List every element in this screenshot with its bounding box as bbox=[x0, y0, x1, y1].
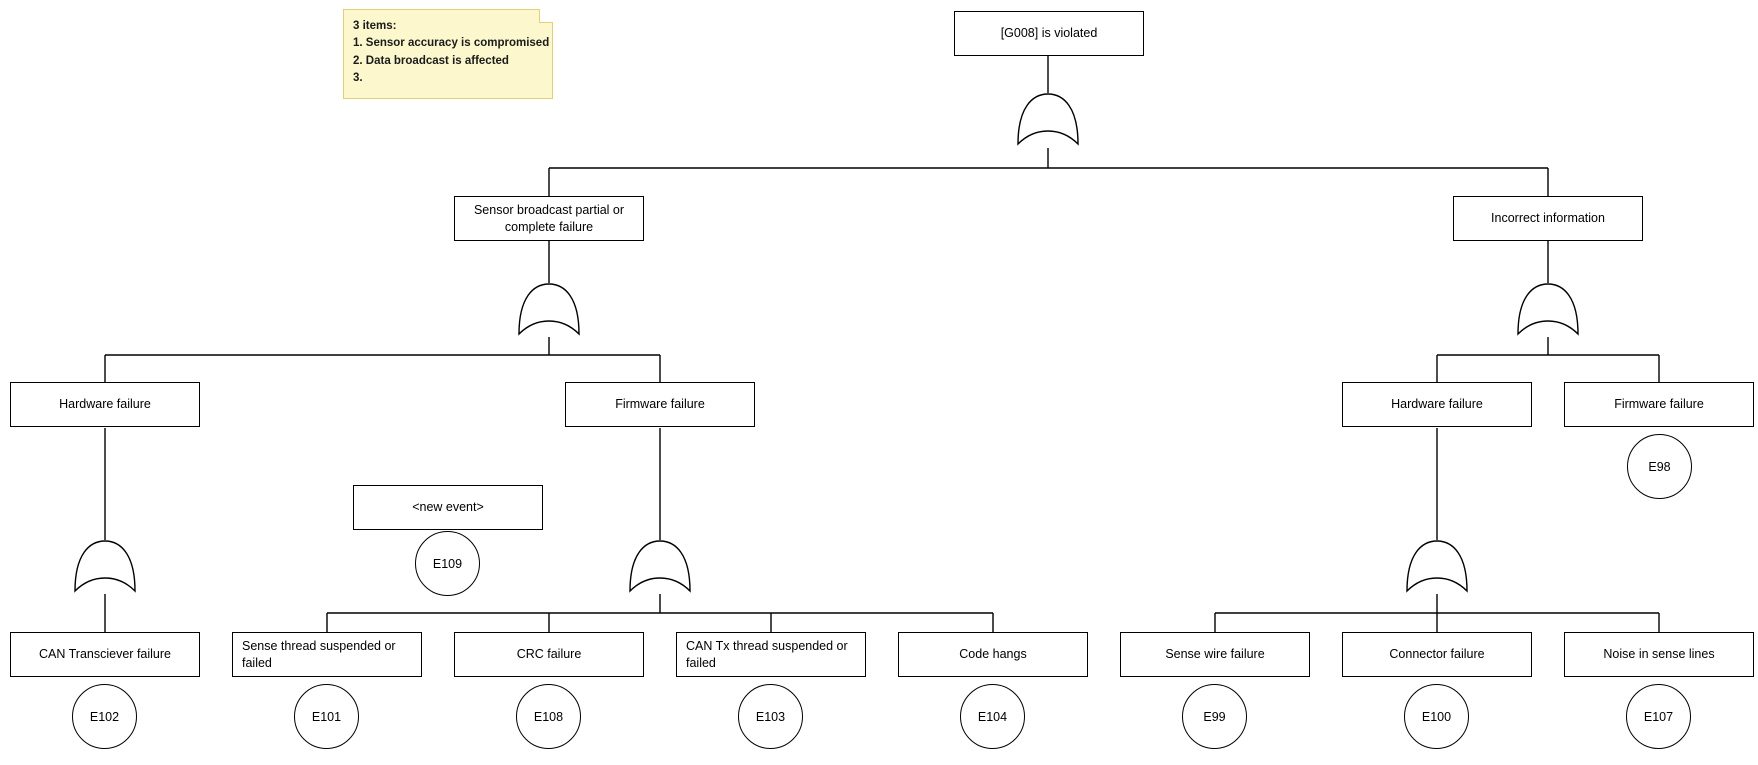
event-circle-e102-label: E102 bbox=[89, 709, 120, 724]
event-circle-e103-label: E103 bbox=[755, 709, 786, 724]
or-gate-sensor-broadcast[interactable] bbox=[515, 282, 583, 339]
event-circle-e104[interactable]: E104 bbox=[960, 684, 1025, 749]
note-line-4: 3. bbox=[353, 72, 363, 85]
or-gate-hardware-right[interactable] bbox=[1403, 539, 1471, 596]
event-circle-e99[interactable]: E99 bbox=[1182, 684, 1247, 749]
node-connector-failure-label: Connector failure bbox=[1389, 647, 1485, 662]
node-noise-in-sense-lines-label: Noise in sense lines bbox=[1603, 647, 1715, 662]
node-firmware-failure-right[interactable]: Firmware failure bbox=[1564, 382, 1754, 427]
node-hardware-failure-right-label: Hardware failure bbox=[1391, 397, 1483, 412]
event-circle-e104-label: E104 bbox=[977, 709, 1008, 724]
or-gate-hardware-left[interactable] bbox=[71, 539, 139, 596]
node-can-transciever-failure-label: CAN Transciever failure bbox=[39, 647, 171, 662]
node-hardware-failure-left[interactable]: Hardware failure bbox=[10, 382, 200, 427]
note-line-1: 3 items: bbox=[353, 20, 397, 32]
node-can-transciever-failure[interactable]: CAN Transciever failure bbox=[10, 632, 200, 677]
event-circle-e98-label: E98 bbox=[1648, 459, 1671, 474]
note-fold-corner bbox=[539, 9, 553, 23]
node-noise-in-sense-lines[interactable]: Noise in sense lines bbox=[1564, 632, 1754, 677]
node-can-tx-thread-suspended-label: CAN Tx thread suspended or failed bbox=[686, 639, 848, 670]
node-firmware-failure-left-label: Firmware failure bbox=[615, 397, 705, 412]
node-sensor-broadcast[interactable]: Sensor broadcast partial or complete fai… bbox=[454, 196, 644, 241]
node-connector-failure[interactable]: Connector failure bbox=[1342, 632, 1532, 677]
node-can-tx-thread-suspended[interactable]: CAN Tx thread suspended or failed bbox=[676, 632, 866, 677]
sticky-note[interactable]: 3 items: 1. Sensor accuracy is compromis… bbox=[343, 9, 553, 99]
event-circle-e101[interactable]: E101 bbox=[294, 684, 359, 749]
note-line-2: 1. Sensor accuracy is compromised bbox=[353, 37, 550, 50]
node-sense-wire-failure-label: Sense wire failure bbox=[1165, 647, 1265, 662]
node-top-goal[interactable]: [G008] is violated bbox=[954, 11, 1144, 56]
event-circle-e103[interactable]: E103 bbox=[738, 684, 803, 749]
node-code-hangs[interactable]: Code hangs bbox=[898, 632, 1088, 677]
node-incorrect-information[interactable]: Incorrect information bbox=[1453, 196, 1643, 241]
node-code-hangs-label: Code hangs bbox=[959, 647, 1027, 662]
event-circle-e109[interactable]: E109 bbox=[415, 531, 480, 596]
event-circle-e108-label: E108 bbox=[533, 709, 564, 724]
event-circle-e108[interactable]: E108 bbox=[516, 684, 581, 749]
event-circle-e100-label: E100 bbox=[1421, 709, 1452, 724]
note-line-3: 2. Data broadcast is affected bbox=[353, 54, 509, 67]
node-sense-thread-suspended-label: Sense thread suspended or failed bbox=[242, 639, 396, 670]
node-sensor-broadcast-label: Sensor broadcast partial or complete fai… bbox=[473, 203, 625, 234]
node-crc-failure-label: CRC failure bbox=[516, 647, 582, 662]
node-sense-wire-failure[interactable]: Sense wire failure bbox=[1120, 632, 1310, 677]
node-new-event-label: <new event> bbox=[412, 500, 484, 515]
or-gate-top[interactable] bbox=[1014, 92, 1082, 149]
event-circle-e100[interactable]: E100 bbox=[1404, 684, 1469, 749]
event-circle-e98[interactable]: E98 bbox=[1627, 434, 1692, 499]
or-gate-incorrect-information[interactable] bbox=[1514, 282, 1582, 339]
node-hardware-failure-left-label: Hardware failure bbox=[59, 397, 151, 412]
or-gate-firmware-left[interactable] bbox=[626, 539, 694, 596]
node-top-goal-label: [G008] is violated bbox=[1000, 26, 1098, 41]
event-circle-e107[interactable]: E107 bbox=[1626, 684, 1691, 749]
event-circle-e101-label: E101 bbox=[311, 709, 342, 724]
node-firmware-failure-left[interactable]: Firmware failure bbox=[565, 382, 755, 427]
event-circle-e109-label: E109 bbox=[432, 556, 463, 571]
event-circle-e99-label: E99 bbox=[1203, 709, 1226, 724]
node-hardware-failure-right[interactable]: Hardware failure bbox=[1342, 382, 1532, 427]
event-circle-e102[interactable]: E102 bbox=[72, 684, 137, 749]
node-crc-failure[interactable]: CRC failure bbox=[454, 632, 644, 677]
node-incorrect-information-label: Incorrect information bbox=[1491, 211, 1605, 226]
node-firmware-failure-right-label: Firmware failure bbox=[1614, 397, 1704, 412]
node-new-event[interactable]: <new event> bbox=[353, 485, 543, 530]
event-circle-e107-label: E107 bbox=[1643, 709, 1674, 724]
node-sense-thread-suspended[interactable]: Sense thread suspended or failed bbox=[232, 632, 422, 677]
